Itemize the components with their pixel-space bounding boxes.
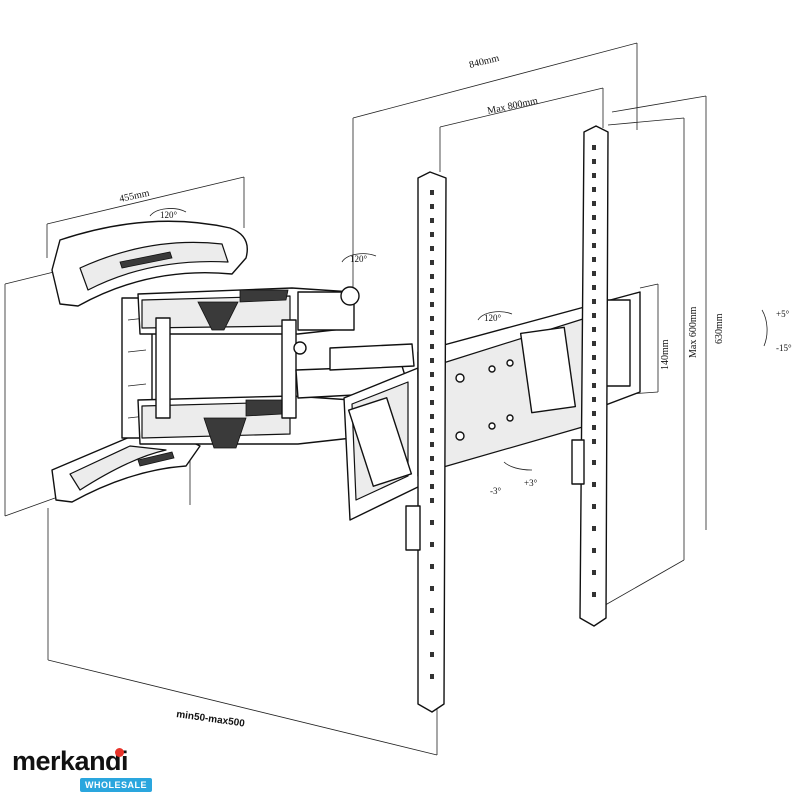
strip-hole xyxy=(430,372,434,377)
strip-hole xyxy=(592,285,596,290)
vesa-width-label: Max 800mm xyxy=(486,95,539,116)
strip-hole xyxy=(592,504,596,509)
wall-plate xyxy=(51,220,248,503)
brand-tag: WHOLESALE xyxy=(80,778,152,792)
strip-hole xyxy=(592,257,596,262)
merkandi-logo: merkandi WHOLESALE xyxy=(12,746,152,796)
strip-hole xyxy=(430,218,434,223)
tilt-up-label: +5° xyxy=(776,309,790,319)
strip-hole xyxy=(430,586,434,591)
strip-hole xyxy=(592,215,596,220)
strip-hole xyxy=(592,187,596,192)
strip-hole xyxy=(592,439,596,444)
strip-hole xyxy=(592,460,596,465)
strip-hole xyxy=(430,484,434,489)
strip-hole xyxy=(592,355,596,360)
strip-hole xyxy=(430,674,434,679)
strip-hole xyxy=(592,313,596,318)
strip-hole xyxy=(592,229,596,234)
tilt-down-label: -15° xyxy=(776,343,792,353)
strip-hole xyxy=(592,548,596,553)
strip-hole xyxy=(592,243,596,248)
strip-hole xyxy=(430,302,434,307)
strip-hole xyxy=(592,526,596,531)
strip-hole xyxy=(430,456,434,461)
extension-label: min50-max500 xyxy=(176,709,246,730)
strip-hole xyxy=(430,428,434,433)
strip-hole xyxy=(592,173,596,178)
strip-hole xyxy=(430,442,434,447)
strip-hole xyxy=(592,159,596,164)
strip-hole xyxy=(430,358,434,363)
strip-hole xyxy=(592,411,596,416)
strip-hole xyxy=(592,369,596,374)
strip-hole xyxy=(592,383,596,388)
strip-hole xyxy=(430,630,434,635)
strip-hole xyxy=(430,288,434,293)
strip-hole xyxy=(430,260,434,265)
rail-height-label: 140mm xyxy=(660,339,671,370)
strip-hole xyxy=(430,608,434,613)
level-minus-label: -3° xyxy=(490,486,501,496)
head-swivel-label: 120° xyxy=(484,313,502,323)
strip-holes xyxy=(430,145,596,679)
strip-hole xyxy=(430,520,434,525)
strip-hole xyxy=(430,542,434,547)
strip-hole xyxy=(592,482,596,487)
strip-hole xyxy=(592,592,596,597)
level-plus-label: +3° xyxy=(524,478,538,488)
brand-name: merkandi xyxy=(12,746,129,776)
strip-hole xyxy=(430,204,434,209)
strip-hole xyxy=(430,344,434,349)
strip-hole xyxy=(430,316,434,321)
arm-length-label: 455mm xyxy=(118,188,150,205)
wall-swivel-label: 120° xyxy=(350,254,368,264)
strip-hole xyxy=(592,271,596,276)
strip-hole xyxy=(430,330,434,335)
strip-hole xyxy=(430,274,434,279)
dimension-lines xyxy=(4,42,707,756)
strip-hole xyxy=(430,386,434,391)
strip-hole xyxy=(430,498,434,503)
strip-hole xyxy=(592,397,596,402)
overall-height-label: 630mm xyxy=(714,313,725,344)
strip-hole xyxy=(592,145,596,150)
brand-dot-icon xyxy=(115,748,124,757)
strip-hole xyxy=(430,470,434,475)
rotation-arcs xyxy=(149,208,768,471)
strip-hole xyxy=(430,652,434,657)
arm-swivel-label: 120° xyxy=(160,210,178,220)
strip-hole xyxy=(592,341,596,346)
swing-arms xyxy=(137,286,415,449)
strip-hole xyxy=(592,201,596,206)
strip-hole xyxy=(592,570,596,575)
vesa-height-label: Max 600mm xyxy=(688,306,699,358)
strip-hole xyxy=(430,564,434,569)
strip-hole xyxy=(592,425,596,430)
strip-hole xyxy=(592,327,596,332)
strip-hole xyxy=(430,246,434,251)
width-840-label: 840mm xyxy=(468,53,501,71)
strip-hole xyxy=(430,190,434,195)
strip-hole xyxy=(430,400,434,405)
strip-hole xyxy=(430,414,434,419)
strip-hole xyxy=(592,299,596,304)
strip-hole xyxy=(430,232,434,237)
